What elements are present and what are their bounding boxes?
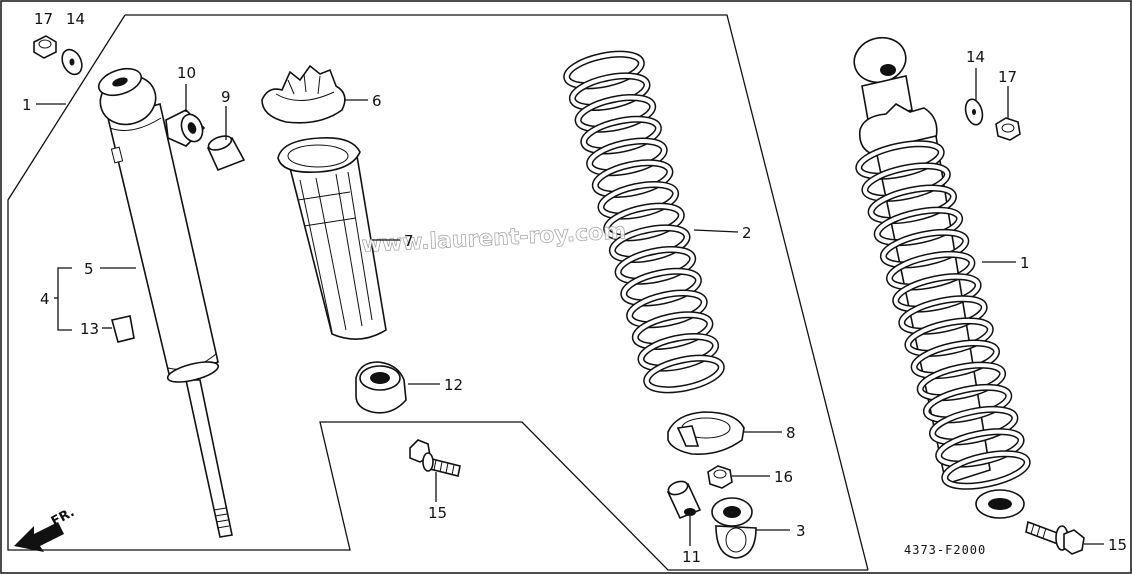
spring-coil-highlight [633, 312, 712, 349]
spring-coil-highlight [599, 182, 678, 219]
spring-coil-highlight [644, 356, 724, 392]
label-17-right: 17 [998, 68, 1017, 86]
spring-coil-highlight [899, 296, 987, 334]
washer-14-left [61, 48, 83, 76]
group-outline-top [125, 14, 869, 571]
label-1-right: 1 [1020, 254, 1030, 272]
leader-lines [36, 68, 1104, 546]
spring-coil-highlight [564, 52, 644, 88]
nut-17-left [33, 35, 57, 59]
shock-coil-spring [855, 140, 1031, 490]
part-number-labels: 17 14 1 5 4 13 10 9 6 7 12 15 2 8 16 11 … [22, 10, 1127, 566]
bolt-15-right [1025, 520, 1085, 555]
spring-coil-highlight [918, 363, 1005, 400]
spring-coil-highlight [869, 186, 956, 223]
bushing-10 [165, 109, 206, 147]
spring-coil-highlight [924, 385, 1011, 422]
label-2: 2 [742, 224, 752, 242]
spring-coil-highlight [936, 429, 1024, 467]
label-13: 13 [80, 320, 99, 338]
spring-coil-highlight [875, 208, 962, 245]
label-16: 16 [774, 468, 793, 486]
spring-coil-highlight [942, 451, 1030, 489]
bushing-11 [666, 480, 702, 520]
label-6: 6 [372, 92, 382, 110]
label-8: 8 [786, 424, 796, 442]
watermark: www.laurent-roy.com [361, 219, 627, 258]
label-12: 12 [444, 376, 463, 394]
collar-9 [206, 135, 246, 172]
spring-coil-highlight [570, 73, 649, 110]
nut-17-right [995, 117, 1021, 141]
coil-spring [563, 50, 725, 394]
damper-body [97, 67, 233, 538]
spring-coil-highlight [587, 139, 667, 175]
label-sticker [111, 315, 135, 343]
spring-seat-lower-8 [667, 411, 745, 456]
spring-coil-highlight [862, 163, 950, 201]
spring-coil-highlight [639, 334, 718, 371]
bolt-15-middle [409, 439, 461, 477]
lower-eye-3 [711, 497, 757, 559]
spring-coil-highlight [581, 117, 661, 153]
front-direction-label: FR. [49, 505, 77, 530]
label-15-middle: 15 [428, 504, 447, 522]
stopper-rubber-12 [355, 361, 407, 414]
spring-coil-highlight [930, 407, 1017, 444]
label-7: 7 [404, 232, 414, 250]
spring-coil-highlight [912, 341, 999, 378]
diagram-code: 4373-F2000 [904, 543, 986, 557]
spring-coil-highlight [893, 274, 981, 312]
spring-coil-highlight [627, 291, 707, 327]
label-14-right: 14 [966, 48, 985, 66]
label-3: 3 [796, 522, 806, 540]
washer-14-right [964, 98, 984, 126]
spring-coil-highlight [604, 204, 684, 240]
spring-coil-highlight [887, 252, 974, 289]
spring-coil-highlight [593, 160, 672, 197]
front-direction-arrow: FR. [14, 505, 77, 552]
shock-lower-eye [975, 489, 1025, 519]
spring-coil-highlight [621, 269, 701, 305]
spring-coil-highlight [856, 141, 944, 179]
nut-16 [707, 465, 733, 489]
spring-coil-highlight [576, 95, 655, 132]
label-5: 5 [84, 260, 94, 278]
group-outline-bottom [7, 14, 868, 571]
spring-coil-highlight [610, 225, 689, 262]
label-1-left: 1 [22, 96, 32, 114]
label-14-left: 14 [66, 10, 85, 28]
bump-stop-sleeve-7 [277, 136, 387, 340]
label-4: 4 [40, 290, 50, 308]
spring-coil-highlight [881, 230, 968, 267]
label-11: 11 [682, 548, 701, 566]
spring-coil-highlight [616, 247, 695, 284]
spring-seat-6 [261, 64, 346, 124]
label-17-left: 17 [34, 10, 53, 28]
label-9: 9 [221, 88, 231, 106]
label-10: 10 [177, 64, 196, 82]
spring-coil-highlight [905, 318, 993, 356]
label-15-right: 15 [1108, 536, 1127, 554]
